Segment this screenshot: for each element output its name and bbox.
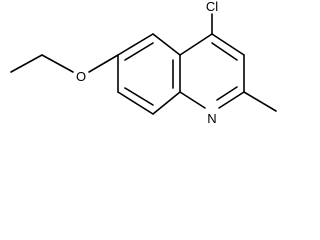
chemical-structure: Cl O N <box>10 0 277 126</box>
bond-c4a-c4 <box>179 33 213 56</box>
bond-c4-c3 <box>211 33 245 56</box>
bond-c8a-c8 <box>152 91 181 115</box>
bond-ethyl-ch3-ch2 <box>10 54 43 73</box>
bond-c6-c5 <box>117 33 154 56</box>
bond-c2-n <box>218 91 245 109</box>
atom-label-nitrogen: N <box>207 111 216 126</box>
bond-c5-c4a <box>152 33 181 56</box>
bond-c8-c7 <box>117 91 154 115</box>
bond-c8-c7-double <box>124 87 154 106</box>
bond-c2-n-double <box>216 86 238 101</box>
atom-label-chlorine: Cl <box>206 0 218 14</box>
bond-c6-c5-double <box>124 42 154 61</box>
structure-canvas: Cl O N <box>10 0 277 126</box>
bond-ethyl-ch2-o <box>41 54 74 73</box>
bond-o-c6 <box>88 54 119 73</box>
bond-n-c8a <box>179 91 206 109</box>
atom-label-oxygen: O <box>76 69 86 84</box>
bond-c2-methyl <box>243 91 277 112</box>
bond-c4-c3-double <box>211 42 238 61</box>
